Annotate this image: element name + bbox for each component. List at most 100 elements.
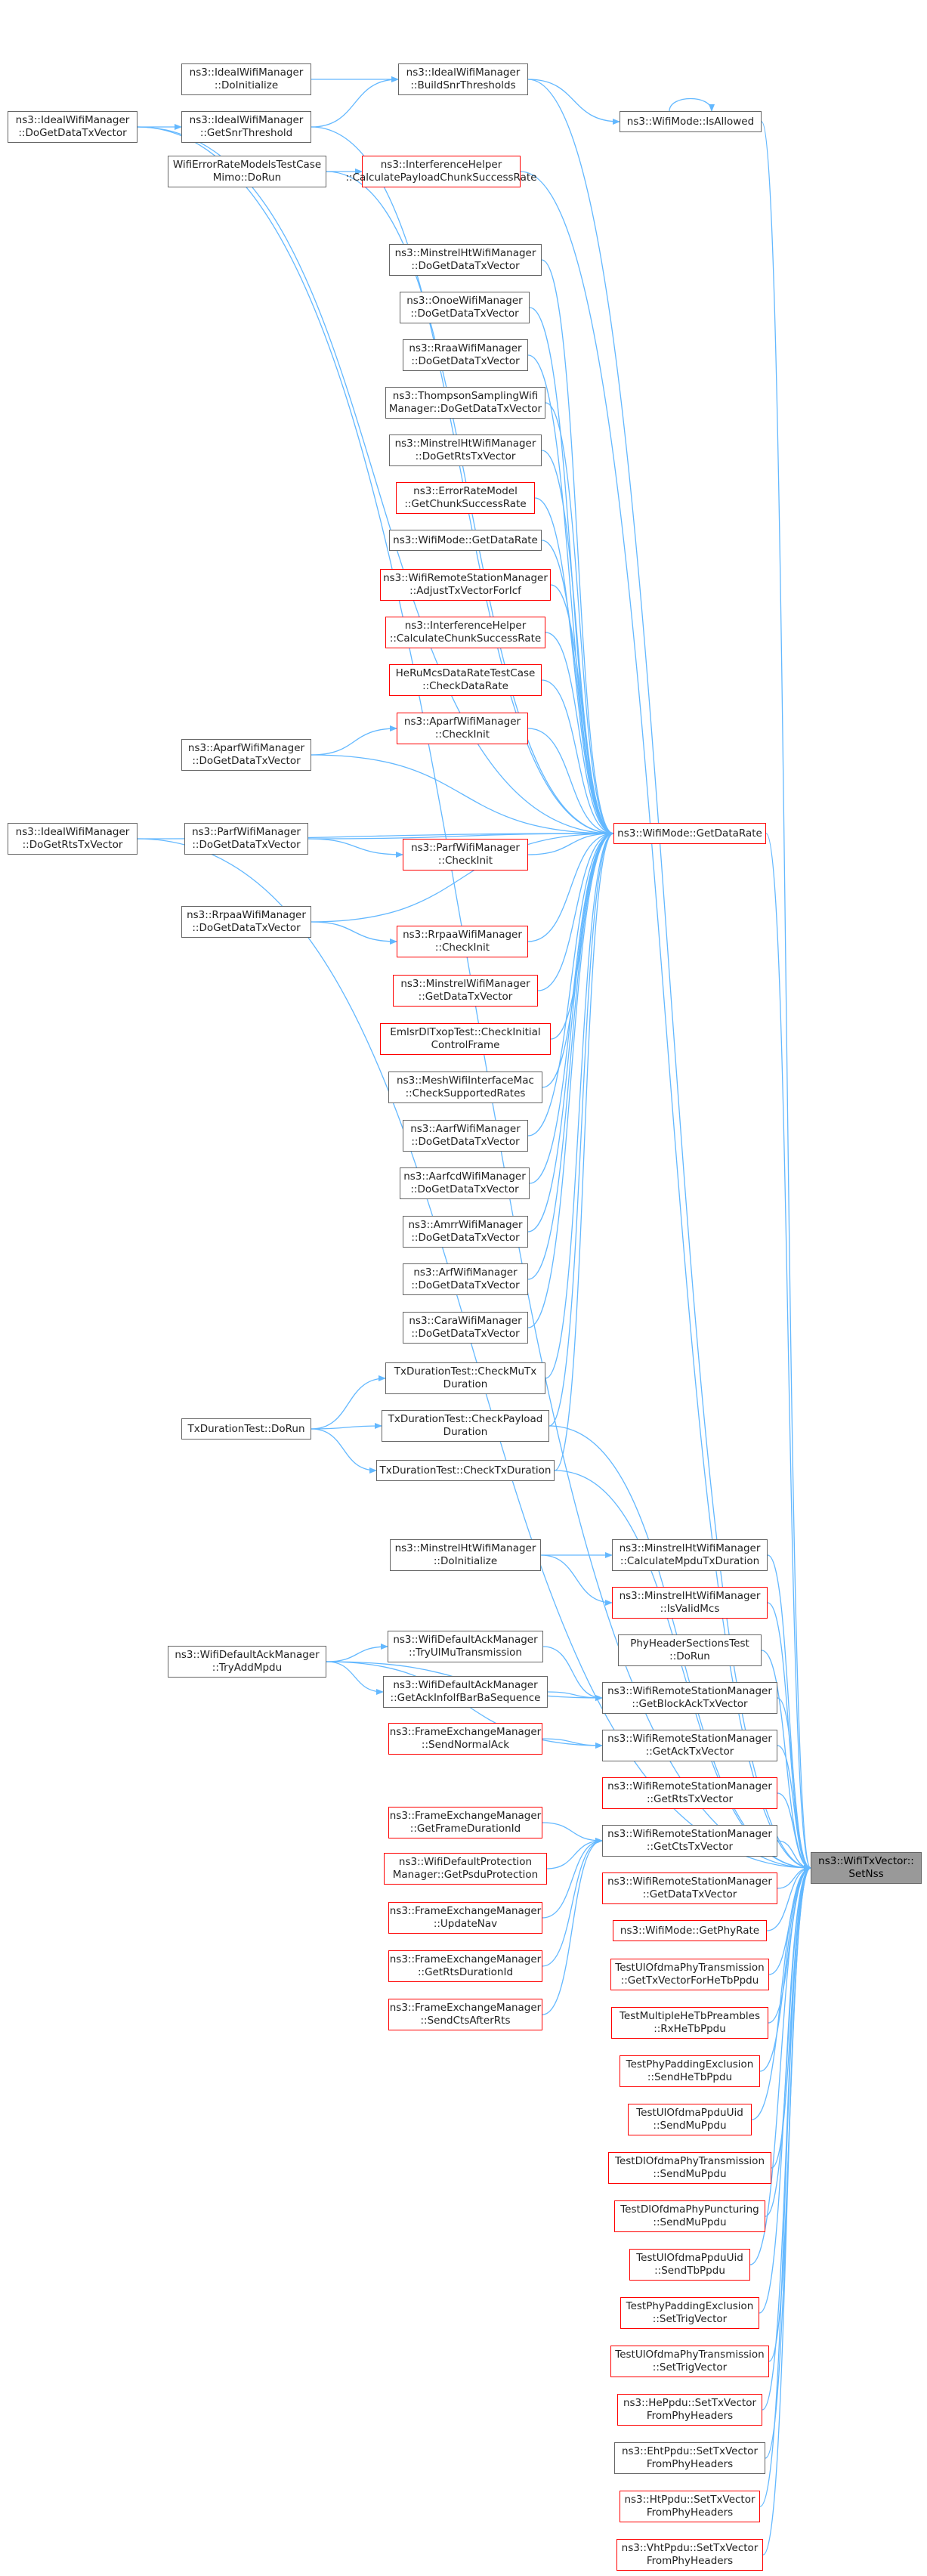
node-label: ns3::MinstrelHtWifiManager (619, 1590, 761, 1602)
function-node[interactable]: ns3::WifiDefaultAckManager::TryUlMuTrans… (388, 1631, 543, 1662)
function-node[interactable]: ns3::IdealWifiManager::BuildSnrThreshold… (398, 63, 528, 95)
function-node[interactable]: TestUlOfdmaPpduUid::SendTbPpdu (629, 2249, 750, 2281)
function-node[interactable]: ns3::RraaWifiManager::DoGetDataTxVector (403, 339, 528, 371)
node-label: ns3::WifiMode::GetDataRate (393, 533, 538, 546)
function-node[interactable]: TestUlOfdmaPhyTransmission::SetTrigVecto… (610, 2346, 769, 2377)
node-label: TestDlOfdmaPhyPuncturing (620, 2203, 759, 2216)
call-edge (529, 830, 614, 1184)
function-node[interactable]: ns3::FrameExchangeManager::GetFrameDurat… (388, 1807, 542, 1838)
node-label: ::SendNormalAck (421, 1739, 510, 1751)
function-node[interactable]: TestPhyPaddingExclusion::SendHeTbPpdu (620, 2055, 760, 2087)
node-label: ::GetTxVectorForHeTbPpdu (620, 1975, 759, 1987)
node-label: FromPhyHeaders (646, 2410, 734, 2422)
node-label: TestPhyPaddingExclusion (626, 2058, 754, 2070)
node-label: ::GetBlockAckTxVector (632, 1698, 748, 1710)
node-label: FromPhyHeaders (646, 2555, 734, 2567)
function-node[interactable]: ns3::IdealWifiManager::DoInitialize (181, 63, 311, 95)
function-node[interactable]: TestUlOfdmaPhyTransmission::GetTxVectorF… (610, 1959, 769, 1990)
node-label: ns3::WifiDefaultAckManager (175, 1649, 320, 1661)
function-node[interactable]: ns3::AmrrWifiManager::DoGetDataTxVector (403, 1216, 528, 1248)
node-label: ::DoGetDataTxVector (411, 260, 520, 272)
function-node[interactable]: TestMultipleHeTbPreambles::RxHeTbPpdu (611, 2007, 768, 2039)
function-node[interactable]: ns3::RrpaaWifiManager::CheckInit (397, 926, 528, 957)
function-node[interactable]: ns3::WifiMode::GetDataRate (613, 823, 766, 844)
function-node[interactable]: ns3::InterferenceHelper::CalculatePayloa… (346, 156, 537, 187)
function-node[interactable]: ns3::FrameExchangeManager::GetRtsDuratio… (388, 1950, 542, 1982)
function-node[interactable]: TxDurationTest::CheckTxDuration (376, 1460, 555, 1481)
function-node[interactable]: ns3::WifiMode::GetDataRate (389, 530, 542, 551)
node-label: ::GetFrameDurationId (409, 1823, 521, 1835)
function-node[interactable]: ns3::MinstrelWifiManager::GetDataTxVecto… (393, 975, 538, 1007)
function-node[interactable]: ns3::AparfWifiManager::DoGetDataTxVector (181, 739, 311, 771)
function-node[interactable]: TestDlOfdmaPhyPuncturing::SendMuPpdu (614, 2200, 765, 2232)
function-node[interactable]: ns3::OnoeWifiManager::DoGetDataTxVector (400, 292, 530, 323)
function-node[interactable]: ns3::AparfWifiManager::CheckInit (397, 713, 528, 744)
function-node[interactable]: ns3::ArfWifiManager::DoGetDataTxVector (403, 1263, 528, 1295)
node-label: ::SendMuPpdu (653, 2168, 727, 2180)
function-node[interactable]: ns3::MinstrelHtWifiManager::CalculateMpd… (612, 1539, 768, 1571)
function-node[interactable]: ns3::WifiRemoteStationManager::GetAckTxV… (602, 1730, 777, 1761)
call-edge (311, 76, 399, 128)
function-node[interactable]: TestUlOfdmaPpduUid::SendMuPpdu (628, 2104, 752, 2135)
function-node[interactable]: HeRuMcsDataRateTestCase::CheckDataRate (389, 664, 542, 696)
function-node[interactable]: TxDurationTest::DoRun (181, 1418, 311, 1440)
function-node[interactable]: ns3::IdealWifiManager::DoGetRtsTxVector (8, 823, 138, 855)
node-label: ns3::RrpaaWifiManager (187, 909, 306, 921)
function-node[interactable]: ns3::IdealWifiManager::GetSnrThreshold (181, 111, 311, 143)
function-node[interactable]: ns3::ParfWifiManager::DoGetDataTxVector (184, 823, 308, 855)
function-node[interactable]: ns3::AarfcdWifiManager::DoGetDataTxVecto… (400, 1167, 530, 1199)
function-node[interactable]: ns3::WifiDefaultAckManager::TryAddMpdu (168, 1646, 326, 1678)
function-node[interactable]: ns3::WifiMode::IsAllowed (620, 111, 762, 132)
function-node[interactable]: ns3::WifiMode::GetPhyRate (613, 1920, 767, 1941)
node-label: ::DoInitialize (433, 1555, 498, 1567)
function-node[interactable]: ns3::ParfWifiManager::CheckInit (403, 839, 528, 871)
function-node[interactable]: ns3::InterferenceHelper::CalculateChunkS… (385, 617, 545, 648)
function-node[interactable]: TestDlOfdmaPhyTransmission::SendMuPpdu (608, 2152, 771, 2184)
function-node[interactable]: PhyHeaderSectionsTest::DoRun (618, 1634, 762, 1666)
function-node[interactable]: ns3::WifiRemoteStationManager::GetDataTx… (602, 1872, 777, 1904)
function-node[interactable]: ns3::WifiRemoteStationManager::GetCtsTxV… (602, 1825, 777, 1857)
function-node[interactable]: ns3::WifiDefaultAckManager::GetAckInfoIf… (383, 1676, 548, 1708)
node-label: ns3::ThompsonSamplingWifi (392, 390, 539, 402)
function-node[interactable]: ns3::IdealWifiManager::DoGetDataTxVector (8, 111, 138, 143)
function-node[interactable]: ns3::ErrorRateModel::GetChunkSuccessRate (396, 482, 535, 514)
node-label: TxDurationTest::CheckMuTx (394, 1365, 537, 1378)
call-edge (554, 830, 614, 1471)
function-node[interactable]: ns3::RrpaaWifiManager::DoGetDataTxVector (181, 906, 311, 938)
node-label: ns3::IdealWifiManager (15, 826, 130, 838)
function-node[interactable]: ns3::MinstrelHtWifiManager::DoGetDataTxV… (389, 244, 542, 276)
node-label: TestPhyPaddingExclusion (626, 2300, 754, 2312)
call-edge (542, 1646, 603, 1701)
call-edge (761, 121, 811, 1871)
function-node[interactable]: ns3::WifiRemoteStationManager::GetRtsTxV… (602, 1777, 777, 1809)
node-label: ns3::WifiRemoteStationManager (607, 1733, 772, 1745)
function-node[interactable]: ns3::MinstrelHtWifiManager::IsValidMcs (612, 1587, 768, 1619)
function-node[interactable]: ns3::FrameExchangeManager::SendNormalAck (388, 1723, 542, 1755)
call-edge (311, 1375, 386, 1430)
function-node[interactable]: ns3::MeshWifiInterfaceMac::CheckSupporte… (388, 1072, 542, 1103)
function-node[interactable]: ns3::MinstrelHtWifiManager::DoInitialize (390, 1539, 541, 1571)
node-label: ::DoInitialize (214, 79, 279, 91)
node-label: ns3::FrameExchangeManager (389, 2002, 542, 2014)
node-label: ns3::InterferenceHelper (404, 620, 527, 632)
function-node[interactable]: ns3::WifiRemoteStationManager::AdjustTxV… (380, 569, 551, 601)
function-node[interactable]: ns3::MinstrelHtWifiManager::DoGetRtsTxVe… (389, 434, 542, 466)
node-label: ::TryUlMuTransmission (409, 1647, 522, 1659)
function-node[interactable]: TestPhyPaddingExclusion::SetTrigVector (620, 2297, 759, 2329)
function-node[interactable]: ns3::FrameExchangeManager::SendCtsAfterR… (388, 1999, 542, 2030)
function-node[interactable]: ns3::AarfWifiManager::DoGetDataTxVector (403, 1120, 528, 1152)
function-node[interactable]: ns3::CaraWifiManager::DoGetDataTxVector (403, 1312, 528, 1344)
function-node[interactable]: ns3::FrameExchangeManager::UpdateNav (388, 1902, 542, 1934)
node-label: ns3::OnoeWifiManager (406, 295, 523, 307)
function-node[interactable]: ns3::WifiRemoteStationManager::GetBlockA… (602, 1682, 777, 1714)
